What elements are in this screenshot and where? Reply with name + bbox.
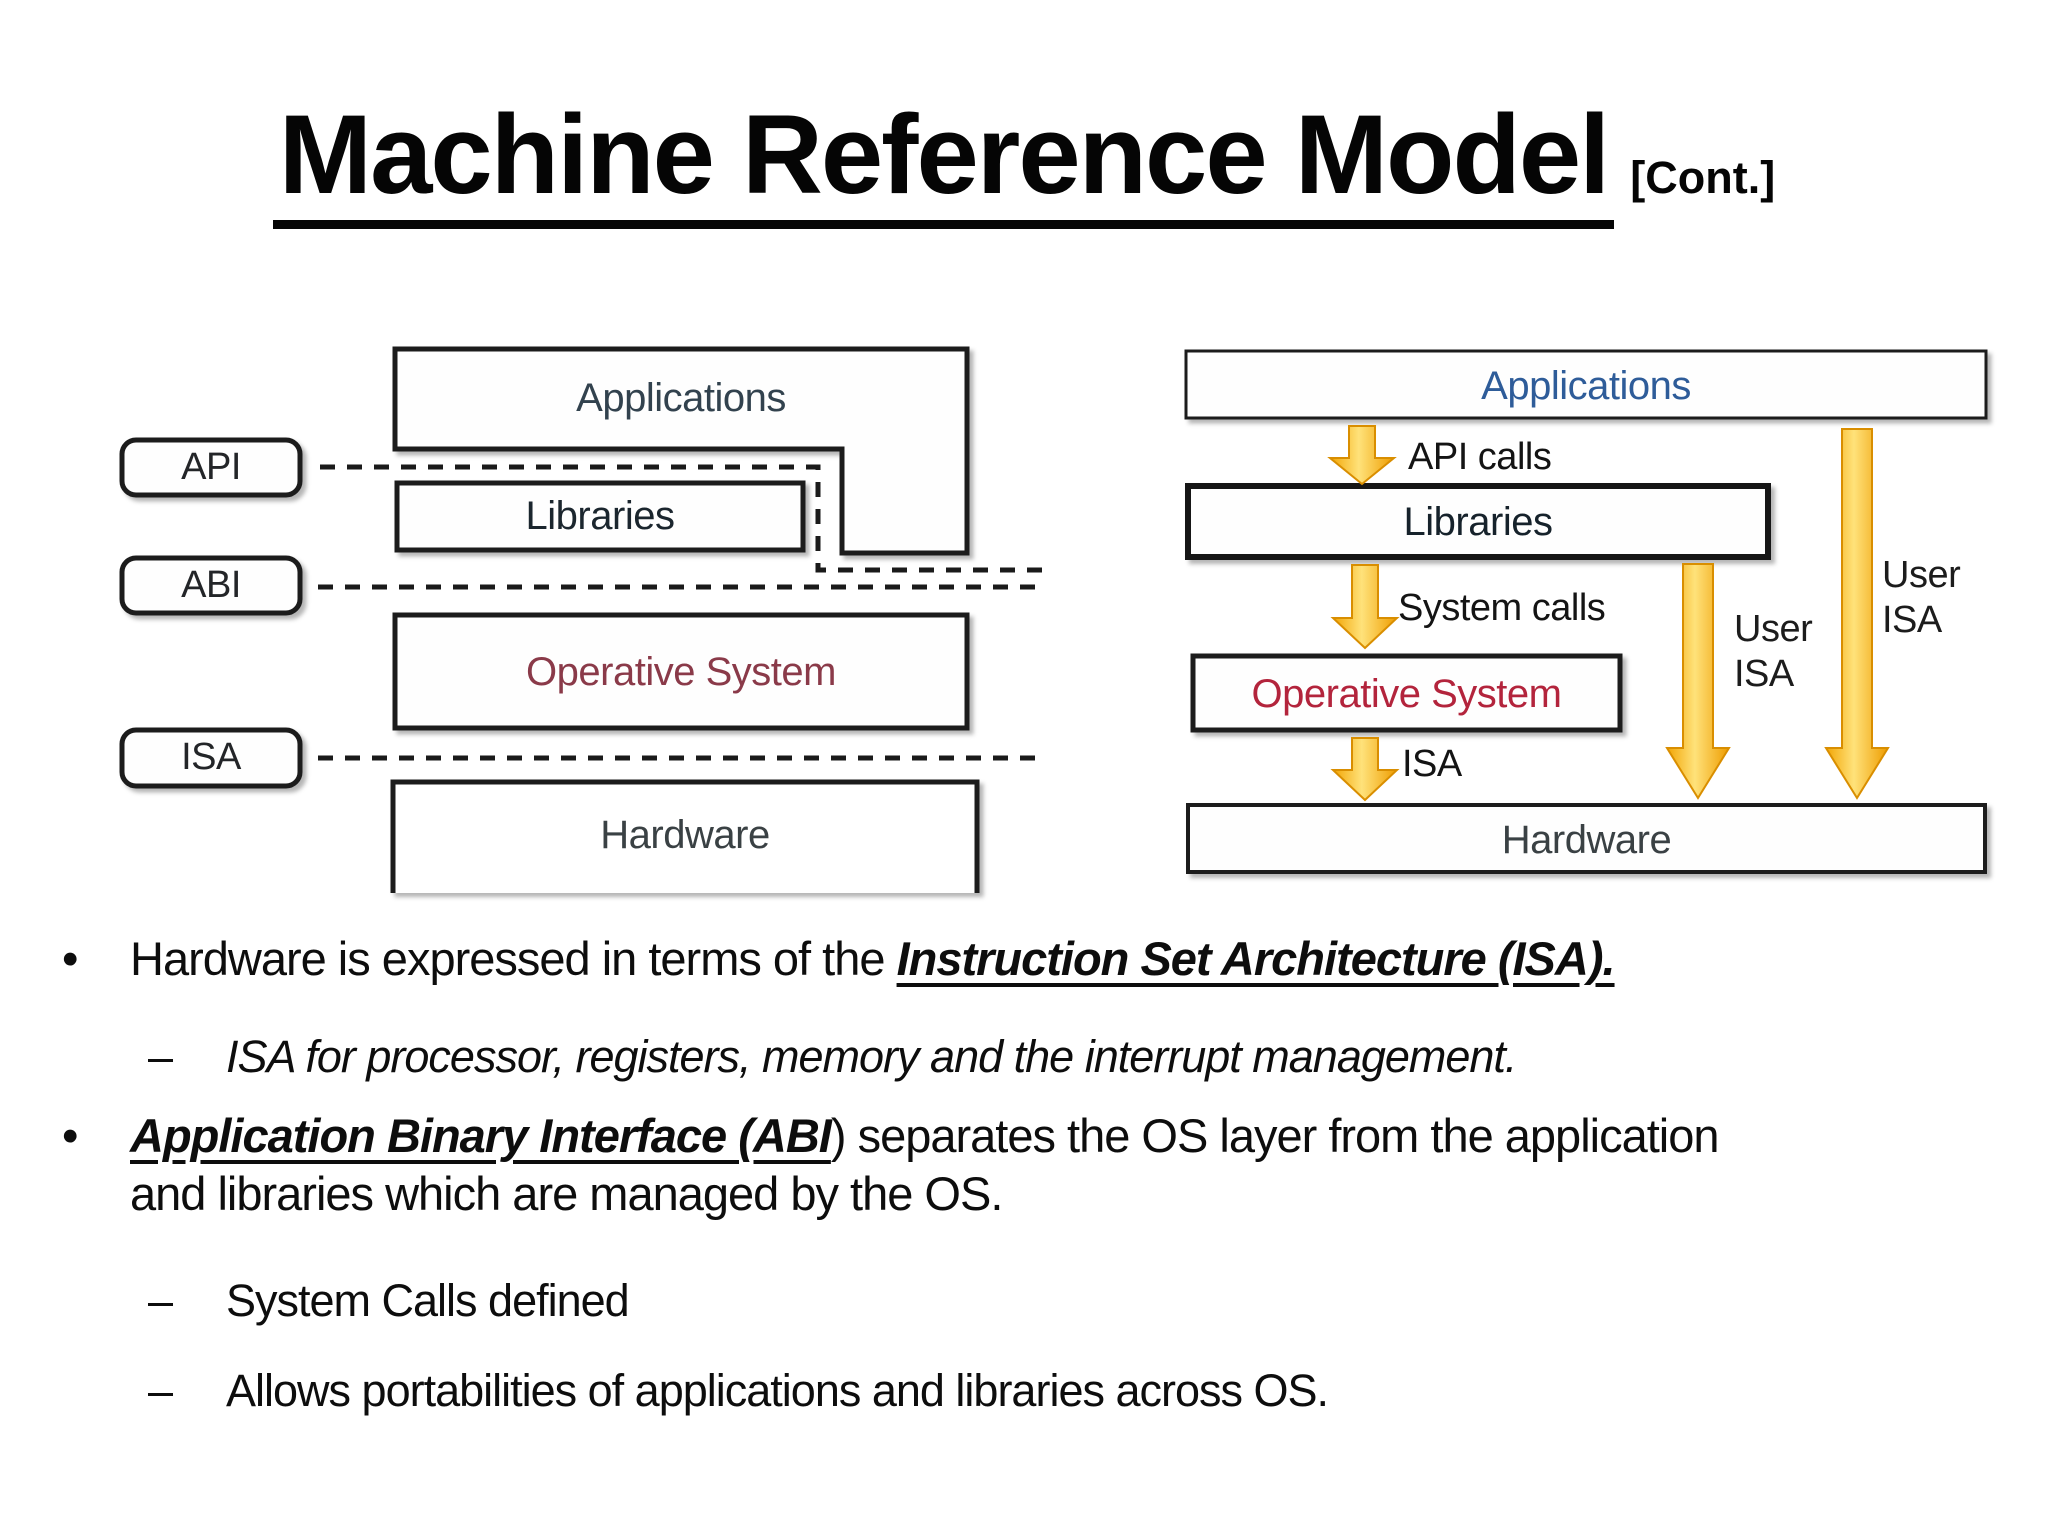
bullet-text-emphasis: Application Binary Interface (ABI <box>130 1109 832 1162</box>
system-calls-label: System calls <box>1398 587 1606 629</box>
bullet-text: Hardware is expressed in terms of the In… <box>130 930 1616 988</box>
bullet-marker: • <box>62 932 78 985</box>
bullet-text-emphasis: Instruction Set Architecture (ISA). <box>896 932 1616 985</box>
os-box <box>1190 653 1623 733</box>
libraries-box <box>1185 483 1771 560</box>
applications-label: Applications <box>576 376 786 420</box>
page-title-suffix: [Cont.] <box>1630 152 1776 203</box>
bullet-text-plain: Hardware is expressed in terms of the <box>130 932 897 985</box>
libraries-label: Libraries <box>1403 500 1553 544</box>
bullet-item: • Hardware is expressed in terms of the … <box>62 930 1616 988</box>
applications-box <box>392 346 970 556</box>
user-isa-label-right: User ISA <box>1882 554 1961 641</box>
api-calls-label: API calls <box>1408 436 1552 478</box>
os-label: Operative System <box>1251 672 1562 716</box>
isa-arrow <box>1330 737 1400 802</box>
sub-bullet-marker: – <box>148 1031 173 1082</box>
sub-bullet-marker: – <box>148 1365 173 1416</box>
isa-tag-label: ISA <box>181 736 241 778</box>
sub-bullet-marker: – <box>148 1275 173 1326</box>
applications-box <box>1184 349 1988 420</box>
hardware-label: Hardware <box>600 813 770 857</box>
bullet-item: • Application Binary Interface (ABI) sep… <box>62 1107 1790 1223</box>
user-isa-arrow-short <box>1665 563 1731 800</box>
user-isa-arrow-long <box>1824 428 1890 800</box>
sub-bullet-item: – ISA for processor, registers, memory a… <box>148 1028 1517 1086</box>
sub-bullet-item: – System Calls defined <box>148 1272 630 1330</box>
isa-tag-box <box>119 727 303 789</box>
hardware-label: Hardware <box>1501 818 1672 862</box>
hardware-box <box>1186 803 1987 874</box>
api-tag-box <box>119 437 303 498</box>
api-dashed-line <box>320 464 1045 573</box>
sub-bullet-text: ISA for processor, registers, memory and… <box>226 1031 1517 1082</box>
left-architecture-diagram <box>119 346 1045 893</box>
applications-label: Applications <box>1481 364 1691 408</box>
user-isa-label-left: User ISA <box>1734 608 1813 695</box>
hardware-box <box>390 779 980 893</box>
bullet-text-plain: ) separates the OS layer from the applic… <box>130 1109 1719 1220</box>
os-box <box>392 612 970 731</box>
sub-bullet-text: System Calls defined <box>226 1275 630 1326</box>
right-architecture-diagram <box>1184 349 1988 874</box>
isa-arrow-label: ISA <box>1402 743 1462 785</box>
os-label: Operative System <box>526 650 836 694</box>
libraries-box <box>394 480 806 553</box>
abi-tag-label: ABI <box>181 564 241 606</box>
libraries-label: Libraries <box>525 494 675 538</box>
sub-bullet-text: Allows portabilities of applications and… <box>226 1365 1329 1416</box>
sub-bullet-item: – Allows portabilities of applications a… <box>148 1362 1329 1420</box>
api-tag-label: API <box>181 446 241 488</box>
bullet-marker: • <box>62 1109 78 1162</box>
api-calls-arrow <box>1327 425 1397 486</box>
system-calls-arrow <box>1330 564 1400 650</box>
title-row: Machine Reference Model [Cont.] <box>0 96 2048 229</box>
abi-tag-box <box>119 555 303 616</box>
page-title: Machine Reference Model <box>272 96 1615 229</box>
bullet-text: Application Binary Interface (ABI) separ… <box>130 1107 1790 1223</box>
